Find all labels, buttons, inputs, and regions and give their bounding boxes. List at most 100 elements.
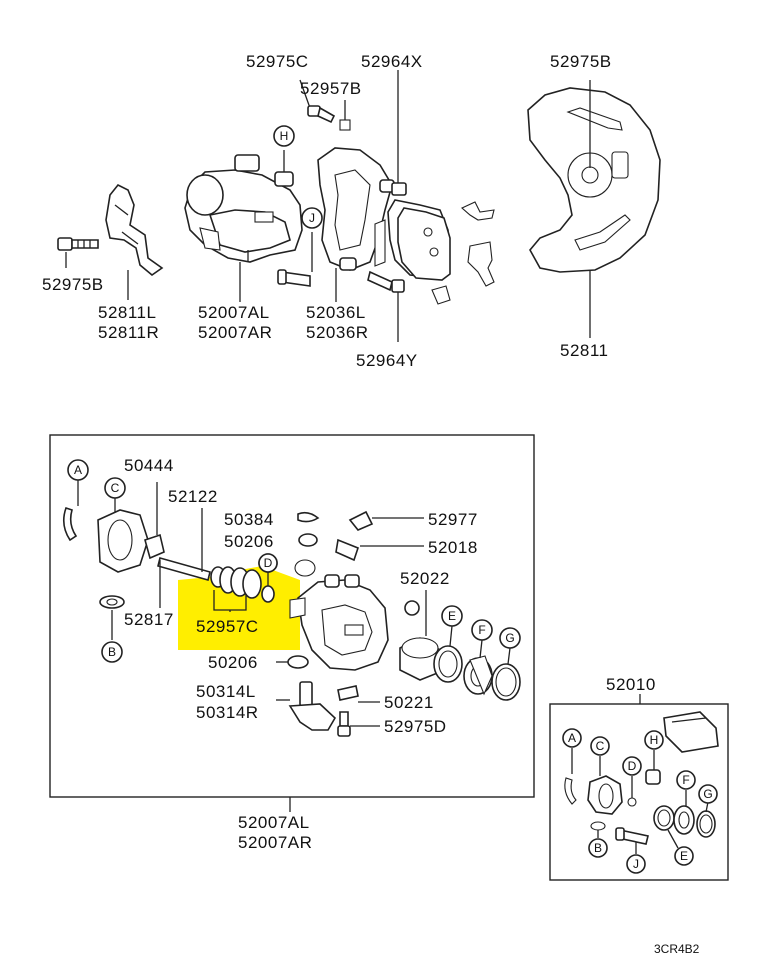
label-50206-b: 50206 [208, 653, 258, 672]
kit-callout-H: H [644, 730, 664, 750]
shim-52811L [105, 183, 164, 277]
svg-text:C: C [596, 739, 605, 753]
kit-callout-G: G [698, 784, 718, 804]
label-52122: 52122 [168, 487, 218, 506]
bushing-50206-b [276, 655, 309, 669]
svg-text:D: D [628, 759, 637, 773]
label-52957C: 52957C [196, 617, 259, 636]
svg-text:E: E [448, 609, 456, 623]
label-50314L: 50314L [196, 682, 256, 701]
label-52007AL-top: 52007AL [198, 303, 270, 322]
svg-text:B: B [108, 645, 116, 659]
svg-text:B: B [594, 841, 602, 855]
kit-cap-C [587, 756, 623, 815]
kit-box-52010 [549, 703, 729, 881]
kit-callout-C: C [590, 736, 610, 756]
kit-seal-E [653, 805, 679, 849]
label-52964X: 52964X [361, 52, 423, 71]
bolt-52975C-top [299, 79, 351, 131]
label-52007AR-bottom: 52007AR [238, 833, 312, 852]
label-52977: 52977 [428, 510, 478, 529]
svg-text:G: G [505, 631, 514, 645]
kit-ring-D [627, 776, 637, 807]
kit-callout-A: A [562, 728, 582, 748]
svg-text:J: J [633, 857, 639, 871]
guide-pin-J-top [277, 232, 313, 287]
label-50206-a: 50206 [224, 532, 274, 551]
svg-text:F: F [478, 623, 485, 637]
bolt-52964X [391, 70, 407, 196]
svg-text:E: E [680, 849, 688, 863]
label-52957B: 52957B [300, 79, 362, 98]
label-52975C-top: 52975C [246, 52, 309, 71]
bracket-52957C [213, 590, 247, 612]
kit-washer-B [590, 821, 606, 838]
grease-pack [663, 711, 719, 753]
bolt-52964Y [367, 270, 405, 342]
label-52975B-right: 52975B [550, 52, 612, 71]
brake-pads [374, 199, 451, 281]
label-52964Y: 52964Y [356, 351, 418, 370]
svg-text:H: H [280, 129, 289, 143]
svg-text:A: A [568, 731, 576, 745]
label-50384: 50384 [224, 510, 274, 529]
label-52007AR-top: 52007AR [198, 323, 272, 342]
svg-text:D: D [264, 556, 273, 570]
caliper-support-52036 [317, 147, 395, 271]
snap-ring-A [62, 480, 79, 542]
clip-50444 [144, 482, 165, 560]
ring-G [491, 647, 521, 701]
screw-52018 [335, 538, 424, 562]
seal-E [433, 625, 463, 683]
label-50221: 50221 [384, 693, 434, 712]
label-52036R: 52036R [306, 323, 369, 342]
svg-text:C: C [111, 481, 120, 495]
label-50314R: 50314R [196, 703, 259, 722]
kit-bushing-H [645, 750, 661, 785]
pad-clips [431, 201, 495, 305]
label-52811L: 52811L [98, 303, 156, 322]
caliper-body-top [184, 154, 303, 263]
bracket-50314 [276, 681, 337, 731]
label-50444: 50444 [124, 456, 174, 475]
label-52022: 52022 [400, 569, 450, 588]
callout-H-top: H [273, 125, 295, 147]
callout-A-main: A [67, 459, 89, 481]
kit-snap-ring-A [564, 748, 577, 805]
cap-C [97, 498, 149, 573]
callout-B-main: B [101, 641, 123, 663]
label-52036L: 52036L [306, 303, 366, 322]
label-52018: 52018 [428, 538, 478, 557]
boot-F [463, 639, 493, 696]
svg-text:H: H [650, 733, 659, 747]
kit-callout-D: D [622, 756, 642, 776]
label-52975B-left: 52975B [42, 275, 104, 294]
label-52811R: 52811R [98, 323, 159, 342]
callout-E-main: E [441, 605, 463, 627]
kit-callout-E: E [674, 846, 694, 866]
label-52975D: 52975D [384, 717, 447, 736]
callout-G-main: G [499, 627, 521, 649]
label-52007AL-bottom: 52007AL [238, 813, 310, 832]
washer-B [99, 595, 125, 640]
washer-50221 [337, 685, 380, 703]
svg-text:F: F [682, 773, 689, 787]
kit-guide-pin-J [615, 827, 649, 854]
callout-F-main: F [471, 619, 493, 641]
bushing-H-top [274, 150, 294, 187]
label-52817: 52817 [124, 610, 174, 629]
callout-D-main: D [258, 553, 278, 573]
main-assembly-box [49, 434, 535, 798]
svg-text:A: A [74, 463, 82, 477]
caliper-body-bottom [289, 559, 389, 671]
bushing-50206-a [298, 533, 318, 547]
label-52811: 52811 [560, 341, 609, 360]
kit-callout-B: B [588, 838, 608, 858]
kit-ring-G [696, 801, 716, 838]
boot-52122 [201, 508, 262, 599]
bleeder-52977 [348, 510, 424, 531]
pin-52817 [157, 557, 211, 608]
label-52010: 52010 [606, 675, 656, 694]
